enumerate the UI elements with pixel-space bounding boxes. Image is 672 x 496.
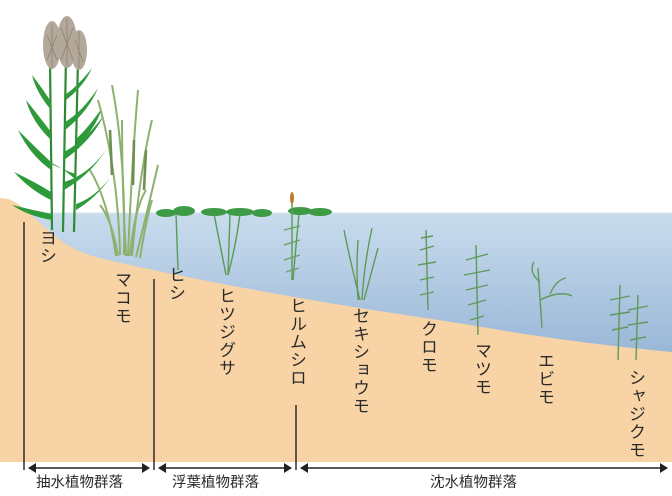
label-matsumo: マツモ	[471, 342, 491, 396]
label-ebimo: エビモ	[534, 352, 554, 406]
zone-arrows	[28, 463, 668, 473]
floating-leaf-plants	[156, 192, 332, 281]
plant-makomo-seedheads	[108, 129, 148, 191]
zone-label-submerged: 沈水植物群落	[430, 475, 517, 491]
label-hirumushiro: ヒルムシロ	[286, 297, 306, 387]
label-shajikumo: シャジクモ	[625, 369, 645, 459]
submerged-plants	[343, 227, 649, 361]
label-hishi: ヒシ	[165, 266, 185, 302]
zone-label-emergent: 抽水植物群落	[36, 475, 123, 491]
label-kuromo: クロモ	[417, 320, 437, 374]
label-hitsujigusa: ヒツジグサ	[215, 287, 235, 377]
label-sekishoumo: セキショウモ	[349, 307, 369, 415]
lake-bottom-ground	[0, 198, 672, 462]
label-makomo: マコモ	[111, 271, 131, 325]
zone-dividers	[23, 222, 297, 470]
zone-label-floating: 浮葉植物群落	[172, 475, 259, 491]
label-yoshi: ヨシ	[36, 229, 56, 265]
plant-yoshi-illustration	[12, 16, 110, 233]
